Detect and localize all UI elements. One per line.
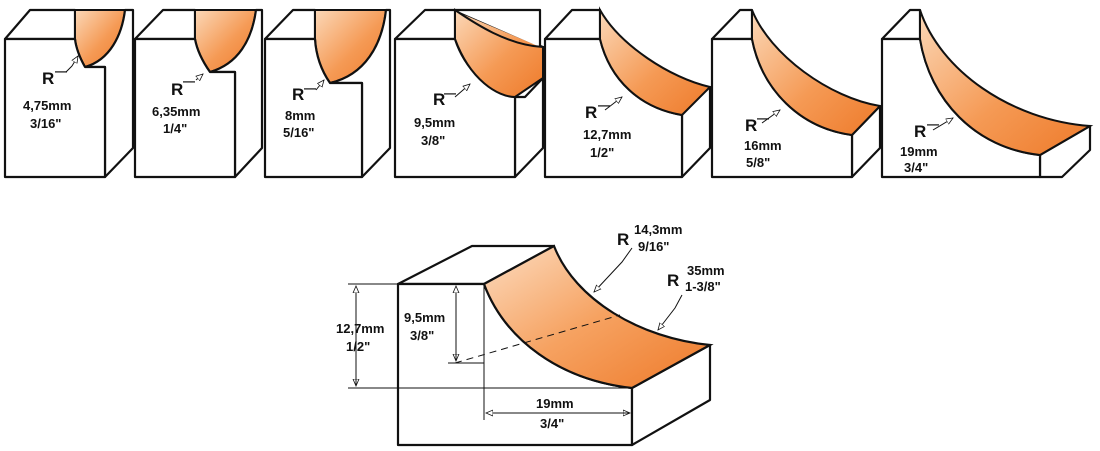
- radius-symbol: R: [42, 69, 54, 88]
- radius-symbol: R: [585, 103, 597, 122]
- profile-7: R — 19mm 3/4": [880, 8, 1094, 179]
- profile-5-mm: 12,7mm: [583, 127, 631, 142]
- profile-7-mm: 19mm: [900, 144, 938, 159]
- radius-side-symbol: R: [667, 271, 679, 290]
- cut-height-inch: 3/8": [410, 328, 434, 343]
- svg-text:—: —: [927, 117, 939, 131]
- profile-6-inch: 5/8": [746, 155, 770, 170]
- radius-top-inch: 9/16": [638, 239, 669, 254]
- svg-text:—: —: [55, 64, 67, 78]
- detail-drawing: 19mm 3/4" 12,7mm 1/2" 9,5mm 3/8" R 14,3m…: [336, 222, 725, 447]
- profile-1-mm: 4,75mm: [23, 98, 71, 113]
- profile-6: R — 16mm 5/8": [710, 8, 883, 179]
- profile-7-inch: 3/4": [904, 160, 928, 175]
- profile-2: R — 6,35mm 1/4": [133, 8, 264, 179]
- profile-1-inch: 3/16": [30, 116, 61, 131]
- radius-symbol: R: [914, 122, 926, 141]
- svg-text:—: —: [444, 86, 456, 100]
- profile-2-mm: 6,35mm: [152, 104, 200, 119]
- radius-top-mm: 14,3mm: [634, 222, 682, 237]
- cut-width-inch: 3/4": [540, 416, 564, 431]
- profile-5-inch: 1/2": [590, 145, 614, 160]
- cut-height-mm: 9,5mm: [404, 310, 445, 325]
- profile-4: R — 9,5mm 3/8": [393, 8, 545, 179]
- profile-6-mm: 16mm: [744, 138, 782, 153]
- cut-width-mm: 19mm: [536, 396, 574, 411]
- profile-4-mm: 9,5mm: [414, 115, 455, 130]
- profile-4-inch: 3/8": [421, 133, 445, 148]
- radius-symbol: R: [292, 85, 304, 104]
- profile-1: R — 4,75mm 3/16": [3, 8, 135, 179]
- svg-text:—: —: [757, 111, 769, 125]
- profile-5: R — 12,7mm 1/2": [543, 6, 712, 179]
- radius-symbol: R: [171, 80, 183, 99]
- radius-top-symbol: R: [617, 230, 629, 249]
- radius-symbol: R: [745, 116, 757, 135]
- profile-3: R — 8mm 5/16": [263, 8, 392, 179]
- radius-side-inch: 1-3/8": [685, 279, 721, 294]
- svg-text:—: —: [304, 81, 316, 95]
- radius-symbol: R: [433, 90, 445, 109]
- profile-2-inch: 1/4": [163, 121, 187, 136]
- svg-text:—: —: [183, 74, 195, 88]
- profile-3-inch: 5/16": [283, 125, 314, 140]
- profile-3-mm: 8mm: [285, 108, 315, 123]
- total-height-inch: 1/2": [346, 339, 370, 354]
- radius-side-mm: 35mm: [687, 263, 725, 278]
- total-height-mm: 12,7mm: [336, 321, 384, 336]
- svg-text:—: —: [598, 98, 610, 112]
